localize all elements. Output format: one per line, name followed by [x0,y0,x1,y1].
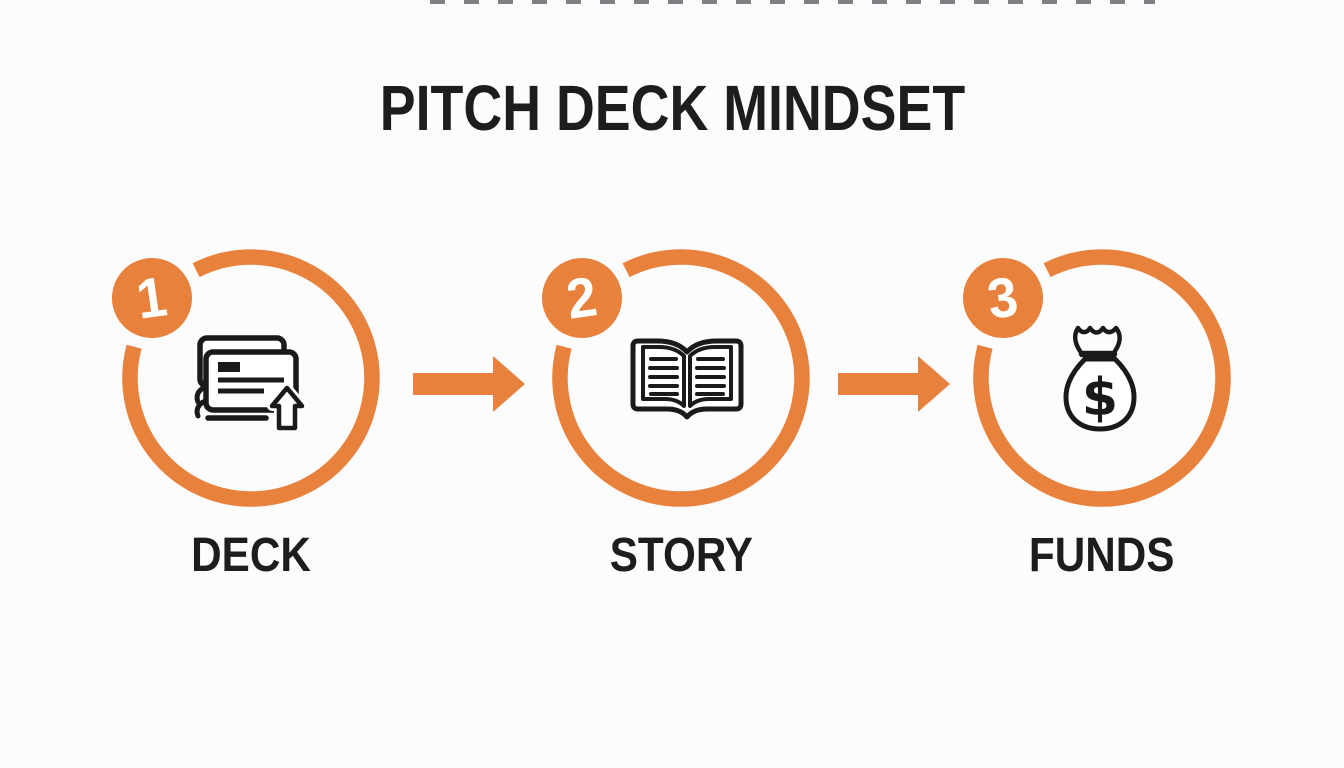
step-3-label: FUNDS [1029,529,1175,582]
dollar-glyph: $ [1082,368,1118,428]
step-1-deck: 1 [106,238,391,518]
step-ring [122,249,380,507]
open-book-icon [630,338,744,420]
top-edge-cropped-text-artifact [430,0,1155,4]
step-ring [552,249,810,507]
step-2-story: 2 [536,238,821,518]
step-1-label: DECK [191,529,311,582]
step-3-funds: 3 $ [957,238,1242,518]
page-title: PITCH DECK MINDSET [379,72,965,144]
step-ring [973,249,1231,507]
right-arrow-icon [413,356,525,412]
right-arrow-icon [838,356,950,412]
step-2-label: STORY [609,529,753,582]
slides-upload-icon [194,335,307,433]
money-bag-icon: $ [1063,325,1137,432]
